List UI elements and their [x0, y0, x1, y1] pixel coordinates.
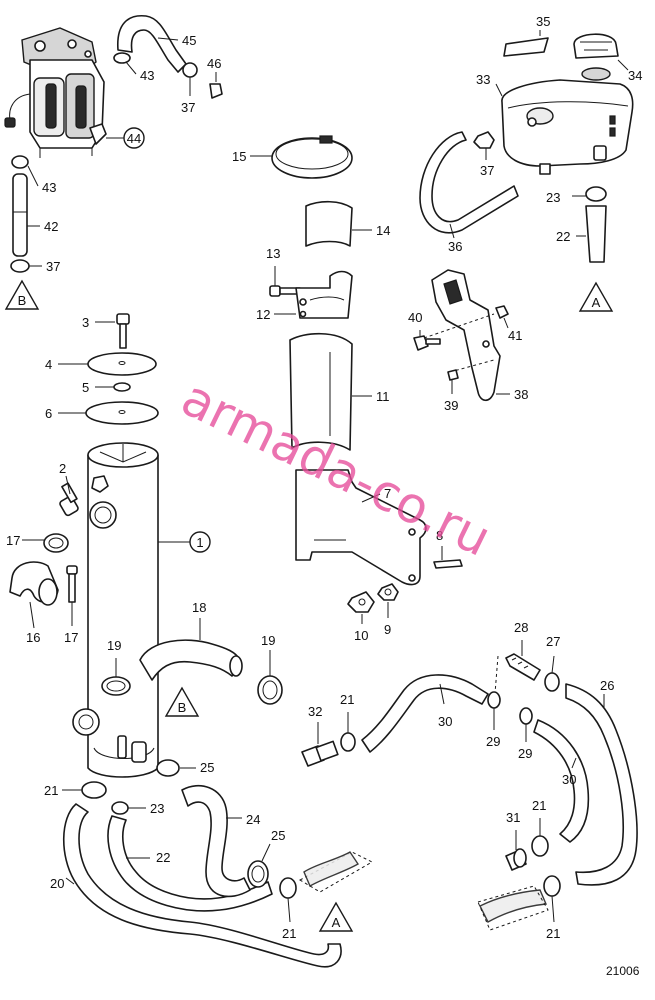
bracket-38	[431, 269, 501, 402]
fuel-pump-assembly	[4, 27, 107, 158]
label-2: 2	[59, 461, 66, 476]
label-40: 40	[408, 310, 422, 325]
label-11: 11	[376, 389, 390, 404]
hose-24	[181, 784, 251, 898]
fitting-28	[505, 653, 541, 681]
label-18: 18	[192, 600, 206, 615]
label-29-right: 29	[518, 746, 532, 761]
label-37-right: 37	[480, 163, 494, 178]
label-42: 42	[44, 219, 58, 234]
label-16: 16	[26, 630, 40, 645]
label-27: 27	[546, 634, 560, 649]
label-5: 5	[82, 380, 89, 395]
label-25-lower: 25	[271, 828, 285, 843]
label-17-upper: 17	[6, 533, 20, 548]
label-19-right: 19	[261, 633, 275, 648]
label-45: 45	[182, 33, 196, 48]
label-34: 34	[628, 68, 642, 83]
label-22-left: 22	[156, 850, 170, 865]
label-9: 9	[384, 622, 391, 637]
label-22-right: 22	[556, 229, 570, 244]
connector-a-bottom: A	[332, 915, 341, 930]
label-6: 6	[45, 406, 52, 421]
label-3: 3	[82, 315, 89, 330]
drawing-number: 21006	[606, 964, 640, 978]
expansion-tank-33	[501, 79, 634, 175]
label-21-right-middle: 21	[532, 798, 546, 813]
label-10: 10	[354, 628, 368, 643]
label-14: 14	[376, 223, 390, 238]
fitting-31	[505, 848, 527, 871]
label-43-top: 43	[140, 68, 154, 83]
label-30-upper: 30	[438, 714, 452, 729]
hose-22	[107, 815, 273, 912]
label-41: 41	[508, 328, 522, 343]
hose-30-upper	[361, 674, 489, 753]
hose-30-lower	[533, 719, 590, 843]
connector-b-housing: B	[178, 700, 187, 715]
label-46: 46	[207, 56, 221, 71]
label-44: 44	[127, 131, 141, 146]
label-43-lower: 43	[42, 180, 56, 195]
label-17-lower: 17	[64, 630, 78, 645]
connector-b-top: B	[18, 293, 27, 308]
label-28: 28	[514, 620, 528, 635]
label-21-bottom: 21	[282, 926, 296, 941]
label-25-upper: 25	[200, 760, 214, 775]
label-21-right-upper: 21	[340, 692, 354, 707]
label-33: 33	[476, 72, 490, 87]
label-35: 35	[536, 14, 550, 29]
label-15: 15	[232, 149, 246, 164]
label-24: 24	[246, 812, 260, 827]
label-1: 1	[196, 535, 203, 550]
label-37-top: 37	[181, 100, 195, 115]
filter-housing	[87, 442, 159, 778]
hose-18	[139, 639, 243, 681]
label-37-lower: 37	[46, 259, 60, 274]
fitting-32	[301, 740, 339, 767]
label-13: 13	[266, 246, 280, 261]
label-29-left: 29	[486, 734, 500, 749]
mounting-bracket-7	[295, 469, 427, 586]
label-26: 26	[600, 678, 614, 693]
label-8: 8	[436, 528, 443, 543]
label-32: 32	[308, 704, 322, 719]
label-4: 4	[45, 357, 52, 372]
hose-45	[117, 15, 187, 73]
label-30-lower: 30	[562, 772, 576, 787]
connector-a-top: A	[592, 295, 601, 310]
label-19-left: 19	[107, 638, 121, 653]
label-21-right-lower: 21	[546, 926, 560, 941]
label-7: 7	[384, 486, 391, 501]
label-36: 36	[448, 239, 462, 254]
hose-20	[62, 803, 342, 968]
label-23-right: 23	[546, 190, 560, 205]
label-23-left: 23	[150, 801, 164, 816]
label-39: 39	[444, 398, 458, 413]
label-21-left: 21	[44, 783, 58, 798]
hose-26	[565, 683, 638, 886]
filler-cap-34	[573, 33, 619, 81]
label-31: 31	[506, 810, 520, 825]
hose-36	[419, 131, 519, 234]
band-clamp-15	[271, 135, 353, 179]
label-20: 20	[50, 876, 64, 891]
label-38: 38	[514, 387, 528, 402]
label-12: 12	[256, 307, 270, 322]
